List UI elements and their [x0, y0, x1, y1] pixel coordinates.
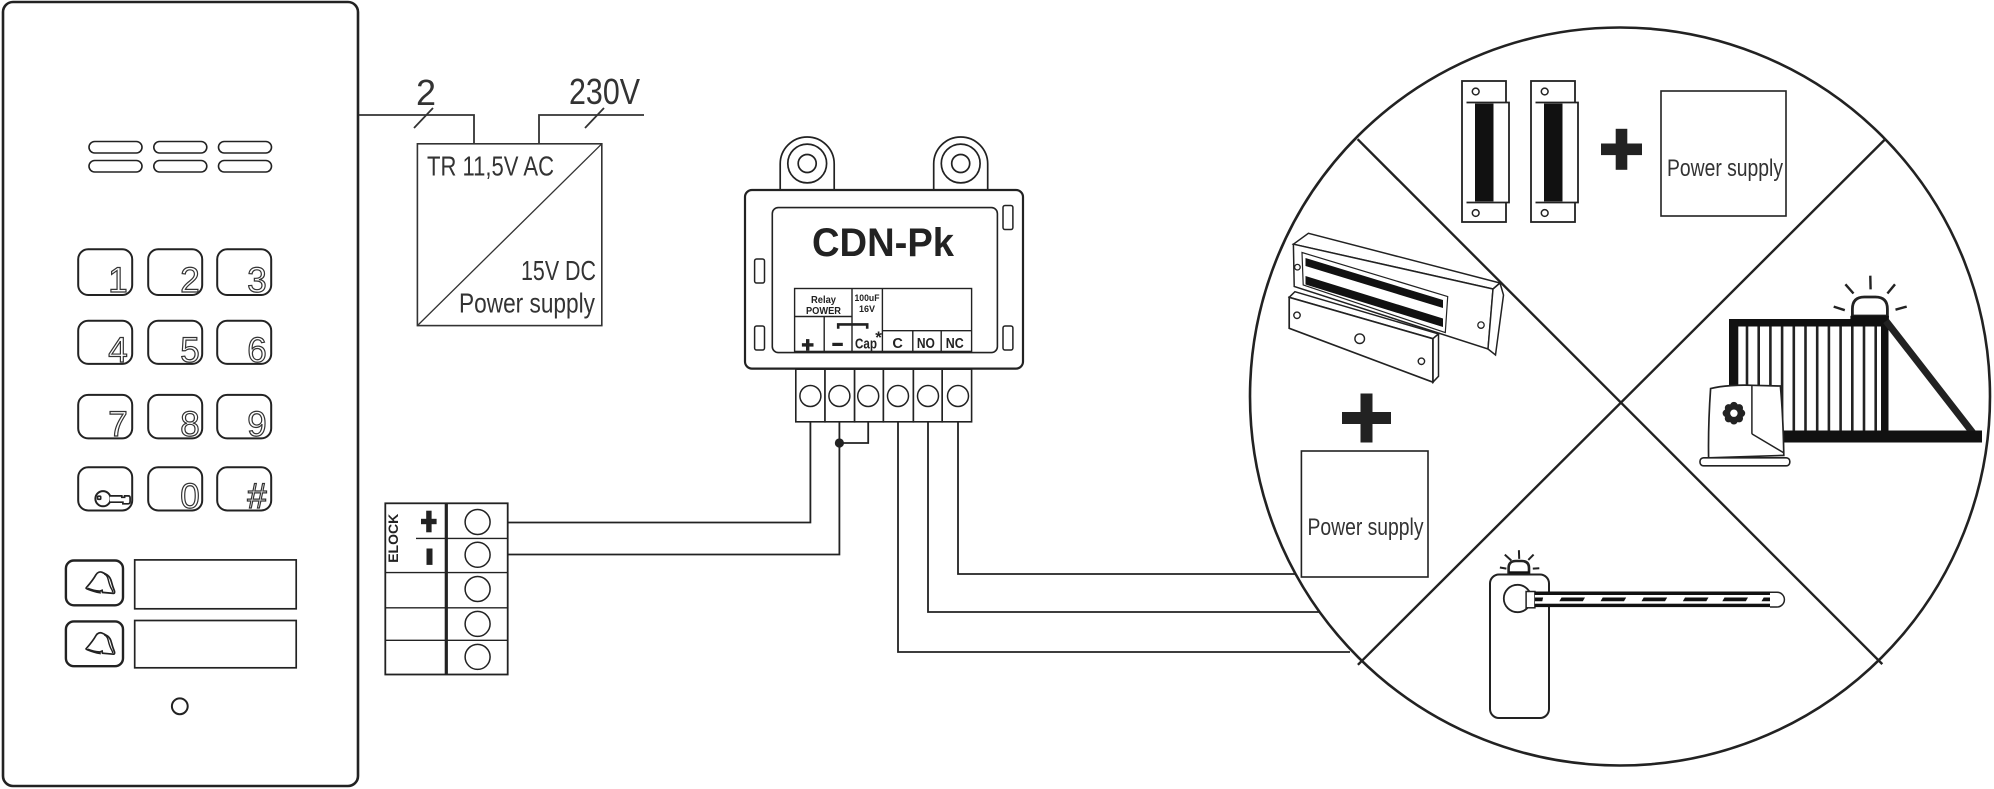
svg-text:TR 11,5V AC: TR 11,5V AC	[427, 151, 554, 182]
svg-text:8: 8	[180, 405, 199, 444]
svg-text:2: 2	[416, 72, 436, 113]
svg-text:CDN-Pk: CDN-Pk	[812, 221, 955, 265]
svg-text:6: 6	[247, 331, 266, 370]
svg-text:4: 4	[108, 331, 127, 370]
svg-text:Power supply: Power supply	[459, 288, 595, 319]
svg-text:ELOCK: ELOCK	[385, 514, 401, 563]
svg-text:Power supply: Power supply	[1667, 155, 1783, 182]
svg-text:16V: 16V	[859, 304, 875, 314]
svg-text:2: 2	[180, 261, 199, 300]
svg-text:Relay: Relay	[811, 294, 836, 306]
svg-text:15V DC: 15V DC	[521, 255, 596, 286]
svg-text:#: #	[247, 477, 267, 516]
svg-text:100uF: 100uF	[855, 293, 880, 303]
svg-text:C: C	[892, 336, 903, 352]
svg-text:3: 3	[247, 261, 266, 300]
svg-text:NC: NC	[946, 336, 964, 352]
svg-text:Cap: Cap	[855, 336, 877, 353]
svg-text:0: 0	[180, 477, 199, 516]
svg-text:1: 1	[108, 261, 127, 300]
svg-text:230V: 230V	[569, 71, 640, 112]
svg-text:9: 9	[247, 405, 266, 444]
svg-text:NO: NO	[917, 336, 935, 352]
svg-text:7: 7	[108, 405, 127, 444]
svg-text:*: *	[875, 328, 882, 347]
svg-text:5: 5	[180, 331, 199, 370]
svg-text:Power supply: Power supply	[1308, 514, 1424, 541]
svg-text:POWER: POWER	[806, 305, 841, 317]
